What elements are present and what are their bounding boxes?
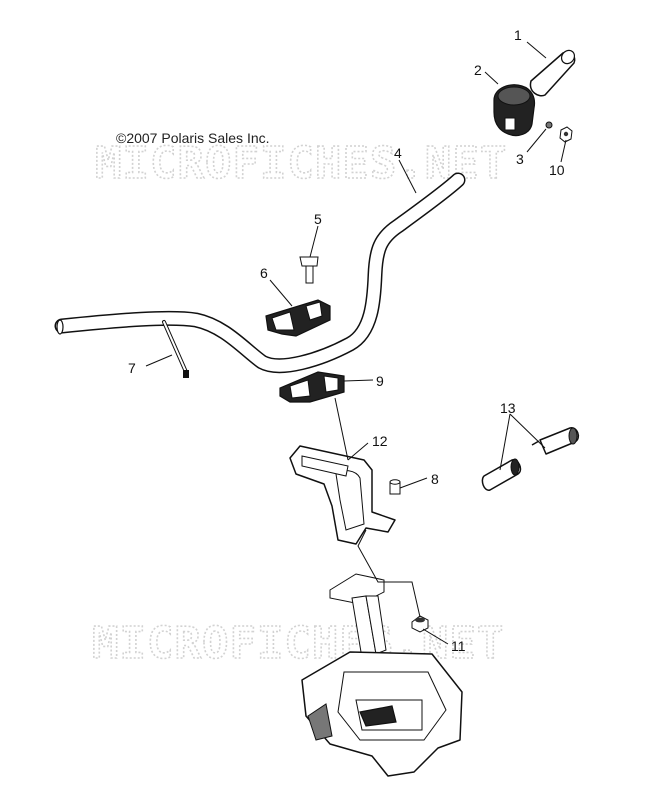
callout-6: 6 <box>260 265 268 281</box>
bar-weight-part <box>481 458 522 491</box>
callout-12: 12 <box>372 433 388 449</box>
lower-chassis-part <box>301 651 463 777</box>
lower-clamp-part <box>279 371 345 403</box>
upper-clamp-part <box>265 299 331 337</box>
long-bolt-part <box>162 320 189 378</box>
bolt-part-5 <box>299 256 319 284</box>
callout-13: 13 <box>500 400 516 416</box>
bracket-part <box>289 445 396 545</box>
copyright-text: ©2007 Polaris Sales Inc. <box>116 130 270 146</box>
bushing-part-8 <box>389 479 401 495</box>
callout-1: 1 <box>514 27 522 43</box>
callout-5: 5 <box>314 211 322 227</box>
callout-2: 2 <box>474 62 482 78</box>
leader-lines <box>145 41 567 645</box>
callout-labels: 1 2 3 4 5 6 7 8 9 10 11 12 13 <box>128 27 565 654</box>
watermark-top: MICROFICHES.NET <box>95 138 507 189</box>
screw-part-3 <box>545 121 553 129</box>
callout-7: 7 <box>128 360 136 376</box>
callout-11: 11 <box>451 638 466 654</box>
grip-part <box>529 49 576 97</box>
screw-part-10 <box>559 126 573 143</box>
throttle-housing-part <box>493 84 536 137</box>
callout-4: 4 <box>394 145 402 161</box>
bar-end-part <box>531 427 580 455</box>
steering-post-part <box>329 573 387 659</box>
callout-3: 3 <box>516 151 524 167</box>
callout-8: 8 <box>431 471 439 487</box>
callout-9: 9 <box>376 373 384 389</box>
callout-10: 10 <box>549 162 565 178</box>
watermark-bottom: MICROFICHES.NET <box>92 618 504 669</box>
handlebar-part <box>54 172 466 374</box>
